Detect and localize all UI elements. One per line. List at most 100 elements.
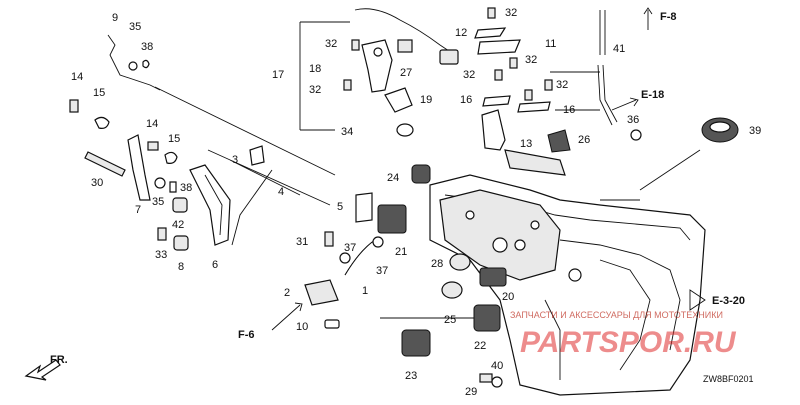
- part-12-plate: [474, 27, 507, 39]
- part-15b-grommet: [164, 151, 178, 164]
- part-14b-bolt: [147, 141, 159, 151]
- part-5-seal: [355, 192, 373, 223]
- part-20-mount: [479, 267, 507, 287]
- e18-arrow-icon: [611, 97, 639, 111]
- f8-arrow-icon: [643, 7, 653, 30]
- part-37b-clamp: [372, 236, 384, 248]
- part-8-collar: [173, 235, 189, 251]
- part-36-clip: [630, 129, 642, 141]
- part-32-bolts: [343, 7, 553, 101]
- part-27-clip: [397, 39, 413, 53]
- part-37-clamp: [339, 252, 351, 264]
- part-29-bolt: [479, 373, 493, 383]
- label-part-23: 23: [405, 370, 417, 382]
- label-part-26: 26: [578, 134, 590, 146]
- label-part-25: 25: [444, 314, 456, 326]
- label-part-36: 36: [627, 114, 639, 126]
- part-33-bolt: [157, 227, 167, 241]
- label-part-4: 4: [278, 186, 284, 198]
- label-part-9: 9: [112, 12, 118, 24]
- part-22-mount: [473, 304, 501, 332]
- part-23-mount: [401, 329, 431, 357]
- part-6-lever: [189, 164, 231, 246]
- label-part-19: 19: [420, 94, 432, 106]
- part-3-clip: [249, 145, 265, 166]
- label-part-5: 5: [337, 201, 343, 213]
- label-part-10: 10: [296, 321, 308, 333]
- part-2-valve: [304, 279, 339, 306]
- label-part-35: 35: [129, 21, 141, 33]
- label-part-6: 6: [212, 259, 218, 271]
- part-16b-plate: [517, 101, 551, 113]
- ref-e18: E-18: [641, 89, 664, 101]
- part-18-bracket: [361, 39, 393, 93]
- label-part-22: 22: [474, 340, 486, 352]
- label-part-3: 3: [232, 154, 238, 166]
- label-part-35b: 35: [152, 196, 164, 208]
- label-part-30: 30: [91, 177, 103, 189]
- label-part-31: 31: [296, 236, 308, 248]
- part-9-rod: [107, 34, 161, 91]
- label-part-32f: 32: [556, 79, 568, 91]
- label-part-32a: 32: [325, 38, 337, 50]
- ref-e320: E-3-20: [712, 295, 745, 307]
- watermark-logo: PARTSPOR.RU: [520, 326, 737, 359]
- part-28-cap: [449, 253, 471, 271]
- label-part-27: 27: [400, 67, 412, 79]
- label-part-28: 28: [431, 258, 443, 270]
- label-part-34: 34: [341, 126, 353, 138]
- label-part-15: 15: [93, 87, 105, 99]
- part-13-spring: [504, 149, 566, 176]
- label-part-16a: 16: [460, 94, 472, 106]
- part-41-hose: [599, 10, 606, 55]
- label-part-24: 24: [387, 172, 399, 184]
- label-part-38: 38: [141, 41, 153, 53]
- label-part-38b: 38: [180, 182, 192, 194]
- part-harness: [354, 8, 456, 56]
- part-34-grommet: [396, 123, 414, 137]
- label-part-37a: 37: [344, 242, 356, 254]
- part-31-bolt: [324, 231, 334, 247]
- label-part-7: 7: [135, 204, 141, 216]
- label-part-18: 18: [309, 63, 321, 75]
- label-part-14: 14: [71, 71, 83, 83]
- label-part-39: 39: [749, 125, 761, 137]
- part-13-linkage: [481, 109, 506, 151]
- part-35b-washer: [154, 177, 166, 189]
- part-38-clip: [142, 59, 150, 69]
- label-part-33: 33: [155, 249, 167, 261]
- part-24-cap: [411, 164, 431, 184]
- label-part-17: 17: [272, 69, 284, 81]
- part-4-rod: [231, 169, 273, 246]
- label-part-42: 42: [172, 219, 184, 231]
- part-7-lever: [127, 134, 151, 201]
- label-part-14b: 14: [146, 118, 158, 130]
- part-15-grommet: [94, 116, 110, 129]
- part-41-hose-lower: [597, 64, 618, 126]
- label-part-21: 21: [395, 246, 407, 258]
- fr-label: FR.: [50, 354, 68, 366]
- part-21-gasket: [377, 204, 407, 234]
- part-19-boot: [384, 87, 413, 113]
- part-30-bolt: [84, 151, 126, 177]
- part-16-plate: [482, 95, 511, 107]
- label-part-8: 8: [178, 261, 184, 273]
- label-part-1: 1: [362, 285, 368, 297]
- part-10-washer: [324, 319, 340, 329]
- f6-arrow-icon: [271, 302, 303, 331]
- ref-f6: F-6: [238, 329, 255, 341]
- label-part-37b: 37: [376, 265, 388, 277]
- fr-arrow-icon: [24, 359, 61, 381]
- label-part-29: 29: [465, 386, 477, 398]
- main-case: [429, 174, 706, 396]
- part-11-plate: [477, 39, 521, 55]
- label-part-41: 41: [613, 43, 625, 55]
- label-part-13: 13: [520, 138, 532, 150]
- label-part-11: 11: [545, 38, 556, 50]
- group-bracket-17: [299, 21, 350, 131]
- watermark-caption: ЗАПЧАСТИ И АКСЕССУАРЫ ДЛЯ МОТОТЕХНИКИ: [510, 310, 723, 320]
- ref-f8: F-8: [660, 11, 677, 23]
- drawing-code: ZW8BF0201: [703, 374, 754, 384]
- label-part-15b: 15: [168, 133, 180, 145]
